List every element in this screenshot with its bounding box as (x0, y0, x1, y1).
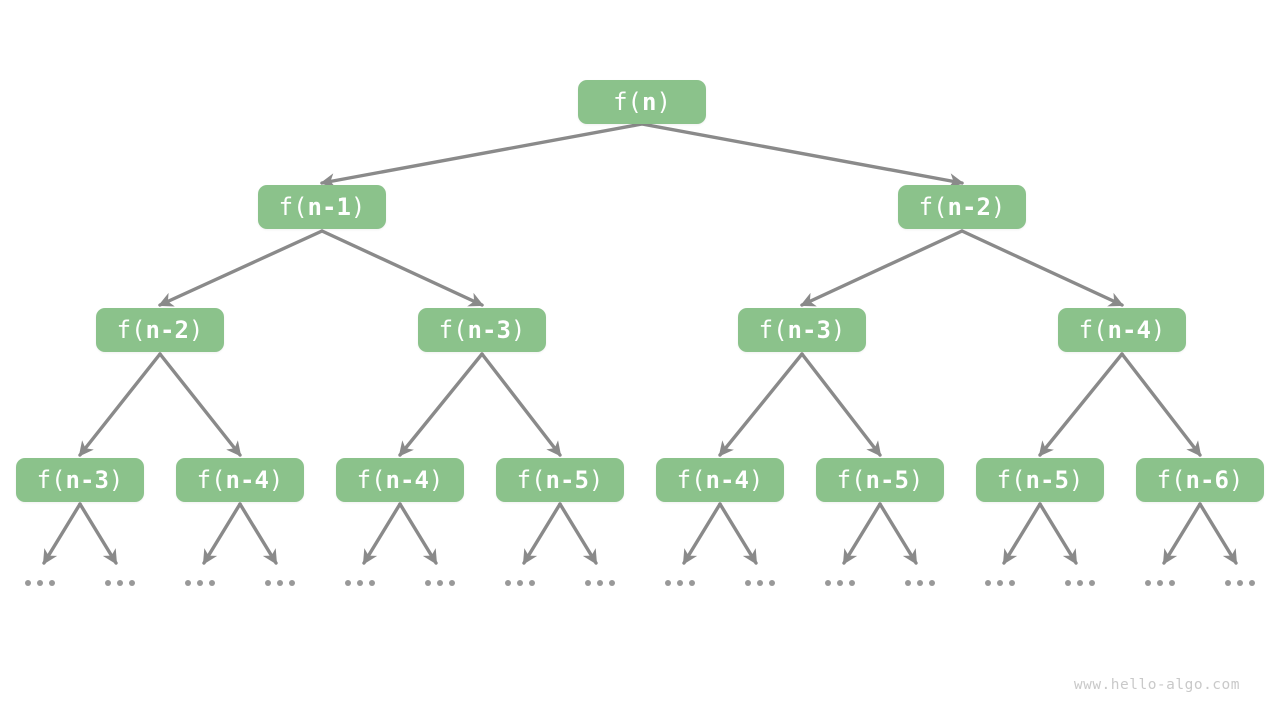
ellipsis-leaf (745, 580, 775, 586)
tree-node: f(n-3) (418, 308, 546, 352)
node-label-part: n-2 (145, 316, 189, 344)
node-label-part: ) (268, 466, 284, 494)
ellipsis-leaf (265, 580, 295, 586)
ellipsis-leaf (25, 580, 55, 586)
node-label-part: f( (356, 466, 386, 494)
node-label-part: f( (1156, 466, 1186, 494)
node-label-part: ) (108, 466, 124, 494)
node-label-part: f( (613, 88, 642, 116)
tree-node: f(n-4) (176, 458, 304, 502)
node-label-part: n-3 (467, 316, 511, 344)
tree-node: f(n-2) (96, 308, 224, 352)
node-label-part: ) (908, 466, 924, 494)
node-label-part: ) (990, 193, 1006, 221)
node-label-part: ) (428, 466, 444, 494)
tree-node: f(n-5) (816, 458, 944, 502)
node-label-part: n-3 (65, 466, 109, 494)
tree-node: f(n-4) (336, 458, 464, 502)
node-label-part: ) (656, 88, 671, 116)
node-label-part: n-4 (1107, 316, 1151, 344)
node-label-part: f( (196, 466, 226, 494)
node-label-part: f( (758, 316, 788, 344)
node-label-part: f( (278, 193, 308, 221)
node-label-part: ) (350, 193, 366, 221)
tree-node-root: f(n) (578, 80, 706, 124)
ellipsis-leaf (1065, 580, 1095, 586)
node-label-part: n (642, 88, 657, 116)
node-label-part: f( (1078, 316, 1108, 344)
node-label-part: n-5 (545, 466, 589, 494)
node-label-part: n-5 (865, 466, 909, 494)
tree-node: f(n-5) (976, 458, 1104, 502)
node-label-part: ) (588, 466, 604, 494)
tree-node: f(n-3) (16, 458, 144, 502)
node-label-part: n-1 (307, 193, 351, 221)
node-label-part: n-4 (705, 466, 749, 494)
ellipsis-leaf (185, 580, 215, 586)
node-label-part: n-5 (1025, 466, 1069, 494)
node-label-part: n-4 (385, 466, 429, 494)
ellipsis-leaf (425, 580, 455, 586)
ellipsis-leaf (905, 580, 935, 586)
node-label-part: ) (1068, 466, 1084, 494)
node-label-part: n-4 (225, 466, 269, 494)
node-label-part: ) (748, 466, 764, 494)
node-label-part: f( (996, 466, 1026, 494)
ellipsis-leaf (105, 580, 135, 586)
tree-node: f(n-6) (1136, 458, 1264, 502)
ellipsis-leaf (825, 580, 855, 586)
ellipsis-leaf (345, 580, 375, 586)
node-label-part: ) (1150, 316, 1166, 344)
tree-node: f(n-2) (898, 185, 1026, 229)
node-label-part: n-6 (1185, 466, 1229, 494)
tree-node: f(n-4) (656, 458, 784, 502)
node-label-part: f( (36, 466, 66, 494)
node-label-part: ) (830, 316, 846, 344)
tree-node: f(n-1) (258, 185, 386, 229)
node-label-part: f( (116, 316, 146, 344)
node-label-part: ) (188, 316, 204, 344)
node-label-part: f( (918, 193, 948, 221)
tree-node: f(n-5) (496, 458, 624, 502)
ellipsis-leaf (985, 580, 1015, 586)
ellipsis-leaf (505, 580, 535, 586)
watermark: www.hello-algo.com (1073, 677, 1240, 693)
node-label-part: n-3 (787, 316, 831, 344)
tree-node: f(n-4) (1058, 308, 1186, 352)
node-label-part: ) (510, 316, 526, 344)
ellipsis-leaf (1145, 580, 1175, 586)
node-label-part: ) (1228, 466, 1244, 494)
node-label-part: f( (438, 316, 468, 344)
tree-node: f(n-3) (738, 308, 866, 352)
node-label-part: f( (836, 466, 866, 494)
node-label-part: f( (516, 466, 546, 494)
ellipsis-leaf (585, 580, 615, 586)
ellipsis-leaf (665, 580, 695, 586)
node-label-part: n-2 (947, 193, 991, 221)
node-label-part: f( (676, 466, 706, 494)
ellipsis-leaf (1225, 580, 1255, 586)
